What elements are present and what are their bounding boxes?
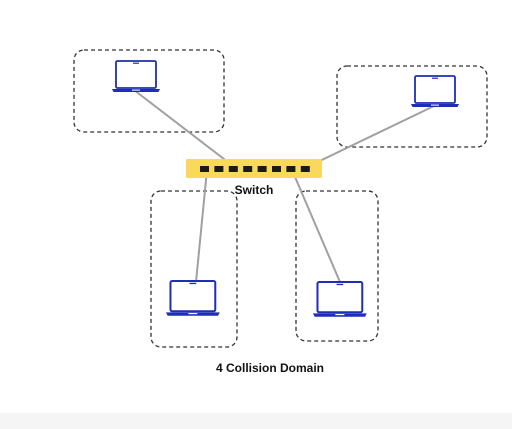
collision-domain-top-left xyxy=(73,49,225,133)
laptop-icon xyxy=(411,75,459,107)
switch-port xyxy=(243,166,253,172)
switch-ports xyxy=(200,166,310,172)
cable-bottom-right xyxy=(291,169,341,283)
cable-bottom-left xyxy=(195,169,208,283)
switch-port xyxy=(300,166,310,172)
cables xyxy=(133,89,435,283)
switch-port xyxy=(257,166,267,172)
cable-top-right xyxy=(300,105,435,171)
switch-port xyxy=(272,166,281,172)
laptop-icon xyxy=(166,279,220,316)
switch-port xyxy=(214,166,224,172)
collision-domain-top-right xyxy=(336,65,488,148)
switch-icon xyxy=(186,159,322,178)
switch-port xyxy=(200,166,209,172)
collision-domain-bottom-left xyxy=(150,190,238,348)
bottom-band xyxy=(0,413,512,429)
collision-domains xyxy=(73,49,488,348)
switch-label: Switch xyxy=(235,183,274,197)
laptops xyxy=(112,60,459,317)
switch-body xyxy=(186,159,322,178)
collision-domain-bottom-right xyxy=(295,190,379,342)
cable-top-left xyxy=(133,89,238,170)
laptop-icon xyxy=(313,280,367,317)
switch-port xyxy=(228,166,238,172)
laptop-icon xyxy=(112,60,160,92)
switch-port xyxy=(286,166,296,172)
diagram-caption: 4 Collision Domain xyxy=(216,361,324,375)
